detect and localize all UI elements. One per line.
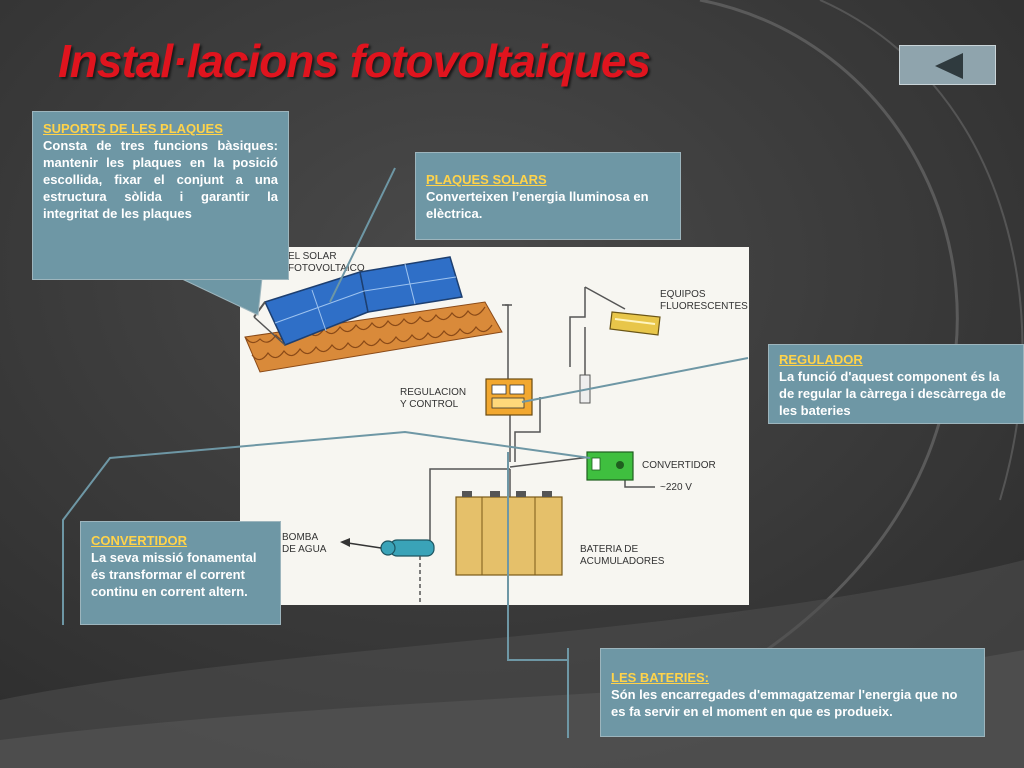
regulador-heading: REGULADOR bbox=[779, 352, 863, 367]
convertidor-body: La seva missió fonamental és transformar… bbox=[91, 550, 257, 599]
wall-switch bbox=[579, 374, 591, 404]
label-lights-line2: FLUORESCENTES bbox=[660, 301, 748, 312]
bateries-box: LES BATERIES: Són les encarregades d'emm… bbox=[600, 648, 985, 737]
regulation-box bbox=[485, 378, 533, 416]
suports-body: Consta de tres funcions bàsiques: manten… bbox=[43, 138, 278, 221]
bateries-body: Són les encarregades d'emmagatzemar l'en… bbox=[611, 687, 958, 719]
label-pump-line2: DE AGUA bbox=[282, 544, 327, 555]
suports-box: SUPORTS DE LES PLAQUES Consta de tres fu… bbox=[32, 111, 289, 280]
label-battery-line1: BATERIA DE bbox=[580, 544, 638, 555]
bateries-heading: LES BATERIES: bbox=[611, 670, 709, 685]
fluorescent-lamp bbox=[609, 311, 661, 336]
slide-title: Instal·lacions fotovoltaiques bbox=[58, 35, 651, 87]
label-pump-line1: BOMBA bbox=[282, 532, 318, 543]
water-pump bbox=[340, 538, 435, 605]
label-regulation-line2: Y CONTROL bbox=[400, 399, 459, 410]
label-panel-line2: FOTOVOLTAICO bbox=[288, 263, 365, 274]
triangle-left-icon bbox=[935, 53, 963, 79]
regulador-box: REGULADOR La funció d'aquest component é… bbox=[768, 344, 1024, 424]
label-panel-line1: EL SOLAR bbox=[288, 251, 337, 262]
back-button[interactable] bbox=[899, 45, 996, 85]
label-regulation-line1: REGULACION bbox=[400, 387, 466, 398]
convertidor-box: CONVERTIDOR La seva missió fonamental és… bbox=[80, 521, 281, 625]
suports-heading: SUPORTS DE LES PLAQUES bbox=[43, 121, 223, 136]
plaques-body: Converteixen l’energia lluminosa en elèc… bbox=[426, 189, 649, 221]
label-voltage: ~220 V bbox=[660, 482, 692, 493]
installation-diagram: EL SOLAR FOTOVOLTAICO EQUIPOS FLUORESCEN… bbox=[240, 247, 749, 605]
plaques-box: PLAQUES SOLARS Converteixen l’energia ll… bbox=[415, 152, 681, 240]
roof-tiles bbox=[244, 301, 503, 373]
label-lights-line1: EQUIPOS bbox=[660, 289, 706, 300]
converter-box bbox=[586, 451, 634, 481]
battery-bank bbox=[455, 491, 563, 576]
regulador-body: La funció d'aquest component és la de re… bbox=[779, 369, 1006, 418]
label-battery-line2: ACUMULADORES bbox=[580, 556, 665, 567]
plaques-heading: PLAQUES SOLARS bbox=[426, 172, 547, 187]
label-converter: CONVERTIDOR bbox=[642, 460, 716, 471]
convertidor-heading: CONVERTIDOR bbox=[91, 533, 188, 548]
